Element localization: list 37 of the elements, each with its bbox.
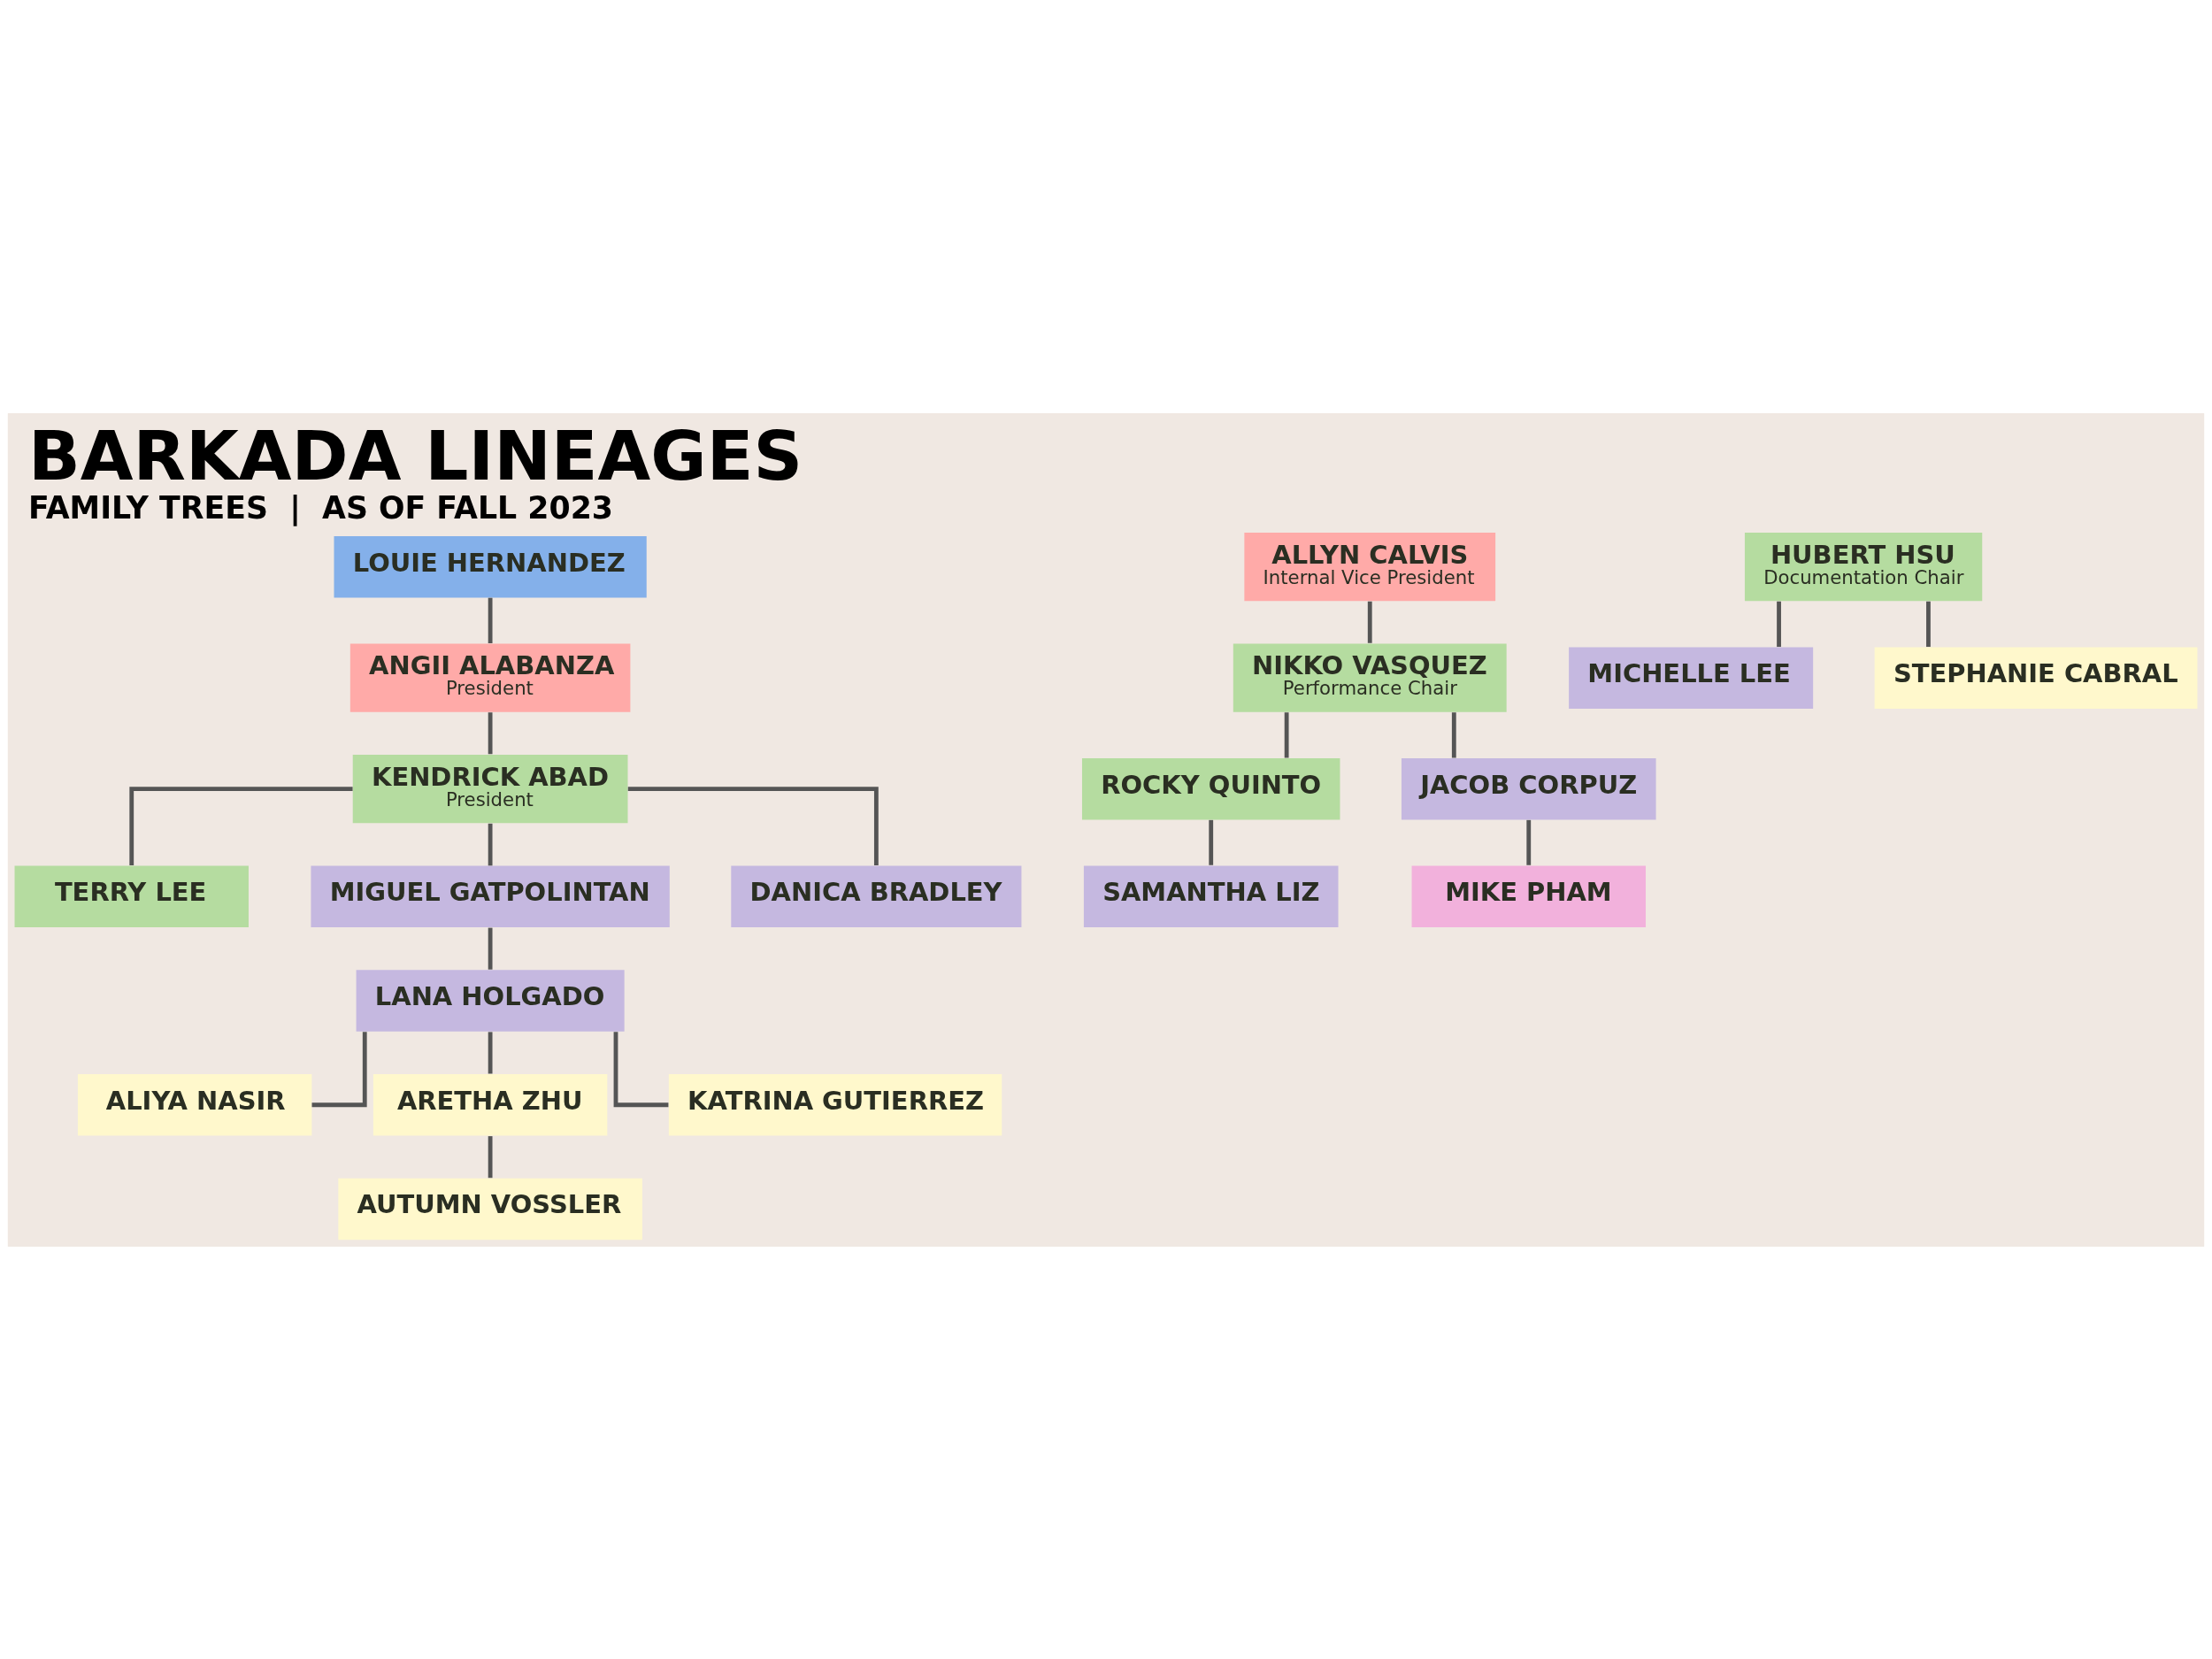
node-box: MIGUEL GATPOLINTAN [311,865,670,927]
connector [1451,711,1456,757]
node-box: SAMANTHA LIZ [1083,865,1339,927]
node-box: ROCKY QUINTO [1082,757,1340,819]
connector [627,786,879,865]
connector [1367,601,1372,643]
connector [1209,819,1214,865]
node-box: MIKE PHAM [1411,865,1646,927]
node-box: STEPHANIE CABRAL [1874,646,2198,709]
node-box: NIKKO VASQUEZ Performance Chair [1233,643,1507,712]
connector [488,927,493,970]
connector [1526,819,1532,865]
node-box: ARETHA ZHU [373,1073,608,1136]
node-box: HUBERT HSU Documentation Chair [1744,532,1983,601]
connector [311,1031,367,1107]
node-box: KATRINA GUTIERREZ [668,1073,1002,1136]
connector [1284,711,1289,757]
node-box: AUTUMN VOSSLER [338,1178,642,1240]
connector [129,786,353,865]
node-box: ANGII ALABANZA President [349,643,631,712]
node-box: ALIYA NASIR [77,1073,312,1136]
connector [488,823,493,865]
node-box: TERRY LEE [14,865,249,927]
node-box: MICHELLE LEE [1569,646,1814,709]
node-box: KENDRICK ABAD President [352,754,628,823]
node-box: DANICA BRADLEY [731,865,1022,927]
node-box: LANA HOLGADO [356,969,625,1032]
node-box: LOUIE HERNANDEZ [334,535,647,597]
connector [488,1031,493,1073]
connector [488,1135,493,1178]
connector [1926,601,1931,647]
node-box: JACOB CORPUZ [1401,757,1656,819]
connector [488,597,493,643]
connector [613,1031,669,1107]
node-box: ALLYN CALVIS Internal Vice President [1244,532,1496,601]
connector [1777,601,1781,647]
connector [488,711,493,754]
